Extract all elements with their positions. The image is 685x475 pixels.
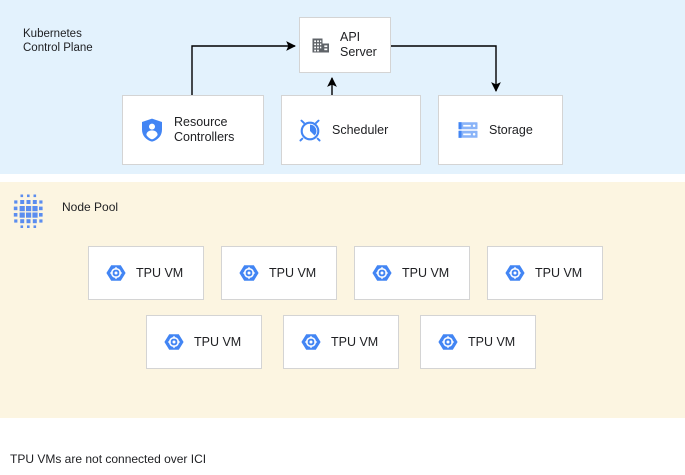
api-server-card[interactable]: API Server <box>299 17 391 73</box>
storage-label: Storage <box>489 122 533 137</box>
tpu-vm-card[interactable]: TPU VM <box>354 246 470 300</box>
alarm-clock-icon <box>299 119 321 142</box>
server-rack-icon <box>458 122 478 138</box>
control-plane-label: Kubernetes Control Plane <box>23 28 93 54</box>
storage-card[interactable]: Storage <box>438 95 563 165</box>
footnote-text: TPU VMs are not connected over ICI <box>10 452 207 466</box>
scheduler-card[interactable]: Scheduler <box>281 95 421 165</box>
tpu-vm-label: TPU VM <box>194 334 242 349</box>
tpu-vm-label: TPU VM <box>269 265 317 280</box>
building-icon <box>312 38 329 53</box>
tpu-vm-card[interactable]: TPU VM <box>420 315 536 369</box>
tpu-hexagon-icon <box>164 334 184 350</box>
shield-user-icon <box>142 118 162 142</box>
tpu-hexagon-icon <box>106 265 126 281</box>
tpu-hexagon-icon <box>438 334 458 350</box>
tpu-vm-card[interactable]: TPU VM <box>283 315 399 369</box>
tpu-vm-card[interactable]: TPU VM <box>146 315 262 369</box>
resource-controllers-label: Resource Controllers <box>174 115 235 144</box>
tpu-vm-label: TPU VM <box>136 265 184 280</box>
node-pool-panel <box>0 182 685 418</box>
tpu-vm-label: TPU VM <box>468 334 516 349</box>
resource-controllers-card[interactable]: Resource Controllers <box>122 95 264 165</box>
tpu-hexagon-icon <box>301 334 321 350</box>
node-pool-label: Node Pool <box>62 200 119 214</box>
tpu-vm-label: TPU VM <box>402 265 450 280</box>
tpu-hexagon-icon <box>239 265 259 281</box>
tpu-vm-label: TPU VM <box>535 265 583 280</box>
tpu-vm-label: TPU VM <box>331 334 379 349</box>
tpu-vm-card[interactable]: TPU VM <box>221 246 337 300</box>
tpu-hexagon-icon <box>505 265 525 281</box>
scheduler-label: Scheduler <box>332 122 389 137</box>
dot-matrix-icon <box>13 194 43 228</box>
tpu-vm-card[interactable]: TPU VM <box>88 246 204 300</box>
tpu-vm-card[interactable]: TPU VM <box>487 246 603 300</box>
tpu-hexagon-icon <box>372 265 392 281</box>
api-server-label: API Server <box>340 30 377 59</box>
